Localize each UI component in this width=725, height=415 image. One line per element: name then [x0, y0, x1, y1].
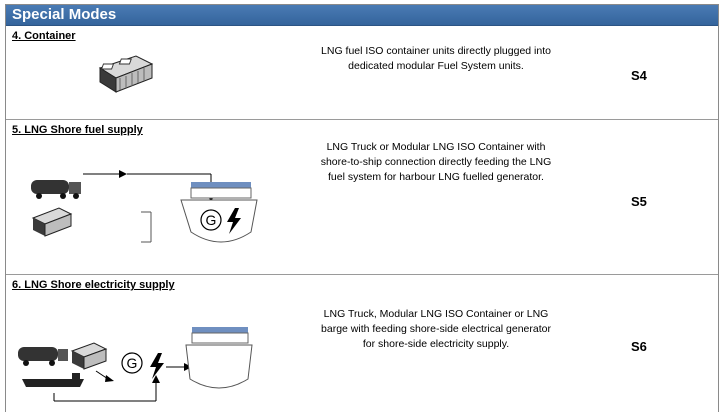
generator-icon — [200, 209, 222, 231]
mode-title: 4. Container — [12, 30, 76, 42]
header-title: Special Modes — [12, 6, 117, 23]
ship-icon — [180, 182, 258, 243]
mode-description: LNG fuel ISO container units directly pl… — [321, 45, 551, 72]
mode-code: S6 — [631, 339, 647, 354]
mode-row-container: 4. Container LNG fuel ISO container unit… — [6, 26, 718, 120]
mode-title: 5. LNG Shore fuel supply — [12, 124, 143, 136]
mode-code: S5 — [631, 194, 647, 209]
mode-description: LNG Truck or Modular LNG ISO Container w… — [320, 141, 552, 183]
iso-container-icon — [31, 207, 73, 237]
lng-truck-icon — [31, 180, 81, 199]
shore-fuel-diagram: G — [31, 170, 258, 243]
special-modes-table: Special Modes 4. Container LNG fuel ISO … — [5, 4, 719, 412]
lightning-icon — [227, 208, 241, 234]
generator-icon — [121, 352, 143, 374]
mode-description: LNG Truck, Modular LNG ISO Container or … — [321, 308, 551, 350]
iso-container-icon — [70, 342, 108, 370]
lng-barge-icon — [22, 373, 84, 387]
mode-row-shore-electricity: 6. LNG Shore electricity supply — [6, 275, 718, 412]
lightning-icon — [150, 353, 164, 379]
mode-code: S4 — [631, 68, 647, 83]
mode-title: 6. LNG Shore electricity supply — [12, 279, 175, 291]
generator-symbol: G — [127, 355, 138, 371]
iso-container-icon — [98, 55, 154, 93]
shore-electricity-diagram: G — [18, 327, 253, 402]
table-header: Special Modes — [6, 5, 718, 26]
generator-symbol: G — [206, 212, 217, 228]
ship-icon — [185, 327, 253, 389]
lng-truck-icon — [18, 347, 68, 366]
mode-row-shore-fuel: 5. LNG Shore fuel supply — [6, 120, 718, 275]
